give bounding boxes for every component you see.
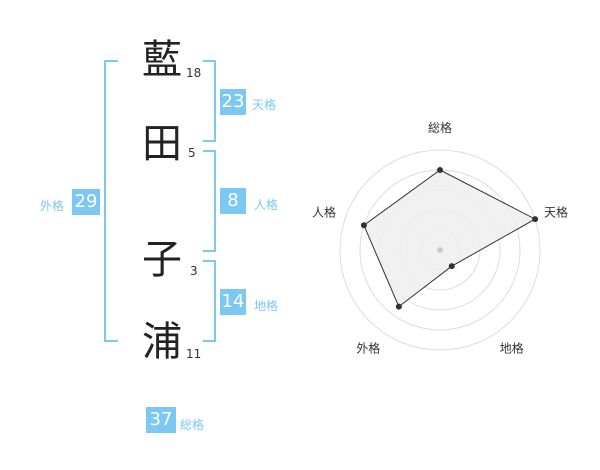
name-char-4: 浦 — [142, 319, 182, 365]
radar-axis-label: 人格 — [312, 204, 336, 219]
radar-axis-label: 地格 — [500, 341, 524, 356]
stroke-count-3: 3 — [190, 264, 198, 278]
stroke-count-1: 18 — [186, 66, 202, 80]
radar-point-3 — [448, 263, 455, 270]
stroke-count-4: 11 — [186, 347, 202, 361]
radar-point-1 — [437, 167, 443, 173]
radar-point-4 — [395, 303, 402, 310]
radar-axis-label: 天格 — [544, 204, 568, 219]
soukaku-value: 37 — [146, 407, 176, 433]
radar-ring — [339, 149, 541, 351]
chikaku-label: 地格 — [254, 299, 279, 313]
gaikaku-label: 外格 — [40, 199, 65, 213]
jinkaku-value: 8 — [220, 188, 246, 214]
name-char-2: 田 — [142, 121, 182, 167]
gaikaku-value: 29 — [72, 189, 100, 215]
jinkaku-bracket — [203, 150, 216, 252]
radar-center-dot — [437, 247, 443, 253]
jinkaku-label: 人格 — [254, 198, 279, 212]
soukaku-label: 総格 — [180, 418, 205, 432]
radar-axis-label: 外格 — [356, 341, 380, 356]
chikaku-bracket — [203, 260, 216, 342]
radar-axis-label: 総格 — [428, 120, 452, 135]
radar-point-2 — [532, 216, 539, 223]
tenkaku-label: 天格 — [252, 98, 277, 112]
gaikaku-bracket — [104, 60, 118, 342]
tenkaku-value: 23 — [220, 89, 246, 115]
tenkaku-bracket — [203, 60, 216, 142]
stroke-count-2: 5 — [188, 146, 196, 160]
name-char-3: 子 — [142, 237, 182, 283]
radar-area — [363, 169, 537, 308]
chikaku-value: 14 — [220, 289, 246, 315]
name-char-1: 藍 — [142, 37, 182, 83]
radar-point-5 — [360, 222, 367, 229]
